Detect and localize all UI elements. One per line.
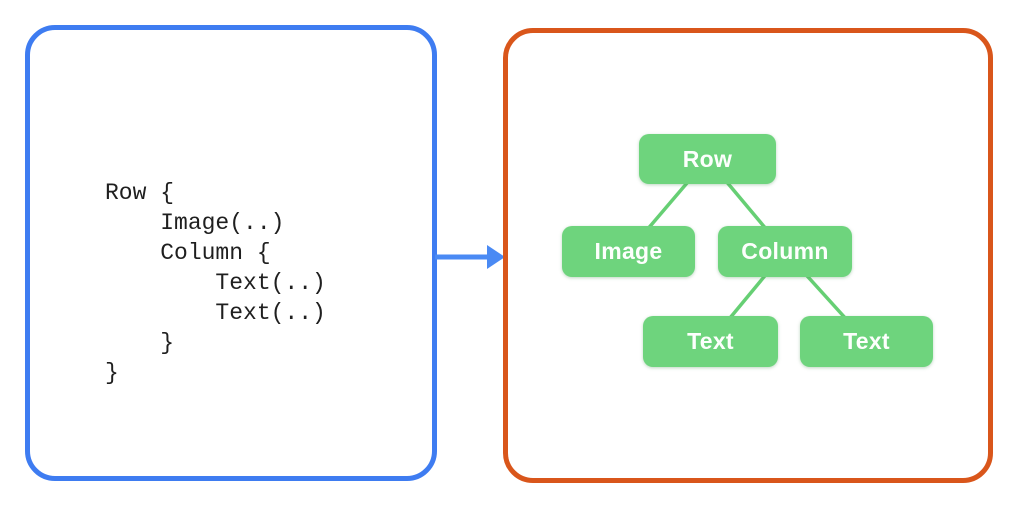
tree-node-column: Column — [718, 226, 852, 277]
tree-node-text-2: Text — [800, 316, 933, 367]
code-snippet: Row { Image(..) Column { Text(..) Text(.… — [105, 180, 326, 386]
tree-node-row: Row — [639, 134, 776, 184]
tree-node-image: Image — [562, 226, 695, 277]
right-arrow-icon — [435, 245, 505, 269]
tree-node-text-1: Text — [643, 316, 778, 367]
tree-panel: Row Image Column Text Text — [503, 28, 993, 483]
code-panel: Row { Image(..) Column { Text(..) Text(.… — [25, 25, 437, 481]
